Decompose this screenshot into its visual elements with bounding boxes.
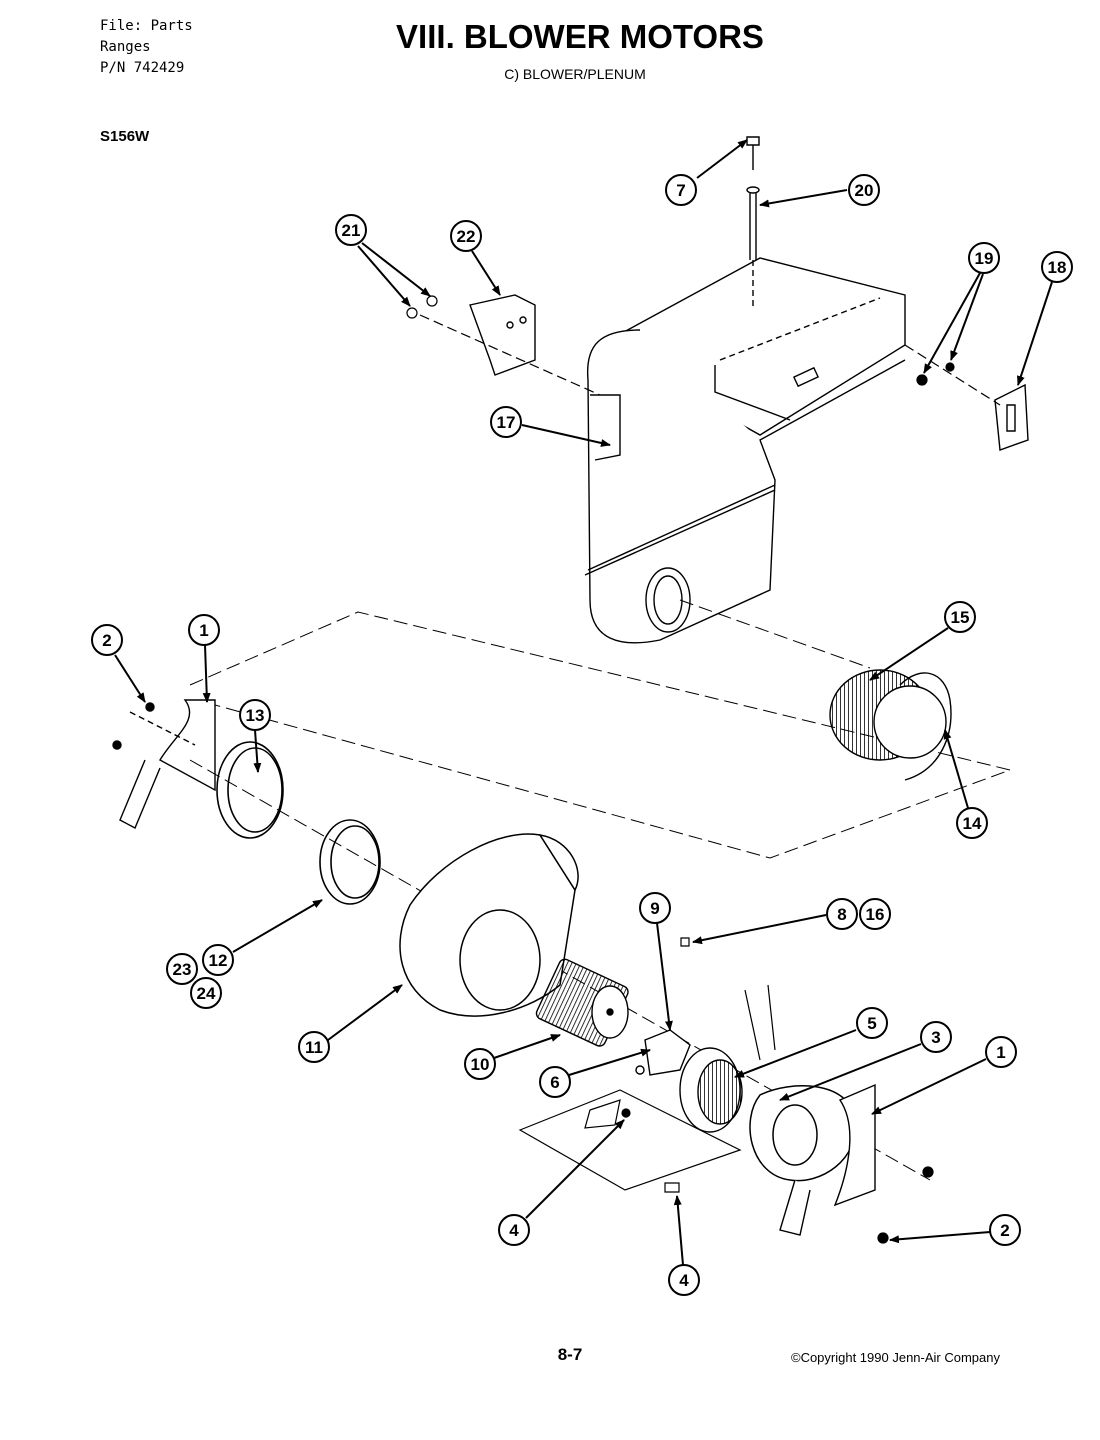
- svg-text:22: 22: [457, 227, 476, 246]
- svg-text:13: 13: [246, 706, 265, 725]
- svg-text:2: 2: [102, 631, 111, 650]
- svg-text:7: 7: [676, 181, 685, 200]
- callout-4-right: 4: [668, 1195, 700, 1296]
- svg-text:16: 16: [866, 905, 885, 924]
- blower-motor: [680, 1048, 742, 1132]
- right-bracket-screws: [905, 345, 1000, 405]
- callout-3: 3: [779, 1021, 952, 1101]
- blower-housing: [400, 834, 578, 1016]
- callout-1-upper: 1: [188, 614, 220, 703]
- callout-20: 20: [759, 174, 880, 208]
- inlet-ring: [217, 742, 283, 838]
- svg-text:23: 23: [173, 960, 192, 979]
- svg-text:15: 15: [951, 608, 970, 627]
- base-plate: [518, 1089, 742, 1191]
- left-end-plate: [113, 700, 215, 828]
- callout-18: 18: [1017, 251, 1073, 386]
- callout-9: 9: [639, 892, 673, 1031]
- callout-21: 21: [335, 214, 431, 307]
- gasket-ring: [320, 820, 380, 904]
- plenum-outlet: [646, 568, 690, 632]
- callout-7: 7: [665, 139, 748, 206]
- callout-11: 11: [298, 984, 403, 1063]
- right-end-plate: [780, 1085, 875, 1235]
- svg-text:5: 5: [867, 1014, 876, 1033]
- svg-text:12: 12: [209, 951, 228, 970]
- svg-text:4: 4: [679, 1271, 689, 1290]
- callout-15: 15: [869, 601, 976, 681]
- right-mounting-bracket: [995, 385, 1028, 450]
- svg-text:1: 1: [996, 1043, 1005, 1062]
- plenum-assembly: [585, 258, 905, 643]
- svg-text:20: 20: [855, 181, 874, 200]
- svg-text:4: 4: [509, 1221, 519, 1240]
- motor-mount-clamp: [636, 1030, 690, 1075]
- callout-10: 10: [464, 1034, 561, 1080]
- top-bolt: [747, 137, 759, 170]
- svg-text:3: 3: [931, 1028, 940, 1047]
- bracket-screws: [407, 296, 600, 395]
- loose-fasteners: [622, 938, 933, 1243]
- file-line-2: Ranges: [100, 39, 151, 55]
- callout-14: 14: [943, 729, 988, 839]
- callout-22: 22: [450, 220, 501, 296]
- svg-text:2: 2: [1000, 1221, 1009, 1240]
- svg-text:18: 18: [1048, 258, 1067, 277]
- svg-text:21: 21: [342, 221, 361, 240]
- callout-17: 17: [490, 406, 611, 447]
- callout-8-16: 8 16: [692, 898, 891, 945]
- page-number: 8-7: [558, 1345, 583, 1364]
- mounting-rod: [747, 187, 759, 310]
- svg-text:17: 17: [497, 413, 516, 432]
- callout-5: 5: [734, 1007, 888, 1078]
- file-info: File: Parts Ranges P/N 742429: [100, 18, 193, 76]
- svg-text:1: 1: [199, 621, 208, 640]
- svg-text:10: 10: [471, 1055, 490, 1074]
- file-line-3: P/N 742429: [100, 60, 184, 76]
- section-subtitle: C) BLOWER/PLENUM: [504, 66, 646, 82]
- assembly-reference-plane: [189, 611, 1012, 859]
- duct-clamp: [899, 672, 952, 781]
- callout-2-lower: 2: [889, 1214, 1021, 1246]
- svg-text:24: 24: [197, 984, 216, 1003]
- svg-text:11: 11: [305, 1038, 323, 1057]
- callout-2-upper: 2: [91, 624, 146, 703]
- callout-4-left: 4: [498, 1119, 625, 1246]
- callout-6: 6: [539, 1048, 651, 1098]
- svg-text:6: 6: [550, 1073, 559, 1092]
- callout-1-lower: 1: [871, 1036, 1017, 1115]
- file-line-1: File: Parts: [100, 18, 193, 34]
- svg-text:8: 8: [837, 905, 846, 924]
- callout-19: 19: [923, 242, 1000, 374]
- svg-text:19: 19: [975, 249, 994, 268]
- callout-23-12-24: 23 12 24: [166, 899, 323, 1009]
- svg-text:14: 14: [963, 814, 982, 833]
- callout-13: 13: [239, 699, 271, 773]
- blower-wheel: [535, 957, 630, 1048]
- model-number: S156W: [100, 128, 150, 145]
- svg-text:9: 9: [650, 899, 659, 918]
- flex-duct: [830, 670, 946, 760]
- page-title: VIII. BLOWER MOTORS: [396, 18, 764, 55]
- plenum-duct: [588, 330, 775, 643]
- motor-wires: [745, 985, 775, 1060]
- left-mounting-bracket: [470, 295, 535, 375]
- motor-end-cover: [750, 1086, 855, 1181]
- copyright-notice: ©Copyright 1990 Jenn-Air Company: [791, 1350, 1001, 1365]
